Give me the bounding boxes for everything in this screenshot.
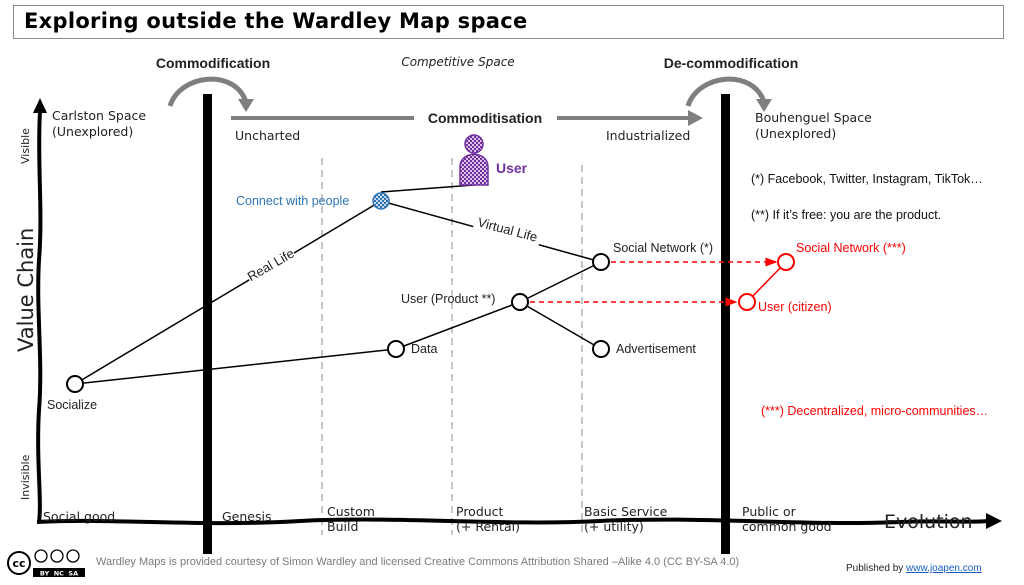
link-user-connect bbox=[380, 184, 475, 193]
value-chain-axis-arrow bbox=[33, 98, 47, 113]
label-social-network: Social Network (*) bbox=[613, 241, 713, 255]
label-connect: Connect with people bbox=[236, 194, 349, 208]
y-axis-invisible: Invisible bbox=[19, 454, 32, 500]
y-axis-label: Value Chain bbox=[14, 228, 38, 352]
page-title: Exploring outside the Wardley Map space bbox=[24, 9, 528, 33]
link-socialize-data bbox=[74, 348, 397, 385]
note-facebook: (*) Facebook, Twitter, Instagram, TikTok… bbox=[751, 172, 983, 186]
commoditisation-label: Commoditisation bbox=[428, 110, 542, 126]
commodification-label: Commodification bbox=[156, 55, 270, 71]
label-user-citizen: User (citizen) bbox=[758, 300, 832, 314]
published-by: Published by www.joapen.com bbox=[846, 563, 982, 574]
label-data: Data bbox=[411, 342, 437, 356]
link-connect-socialize bbox=[74, 200, 382, 385]
stage-public-line2: common good bbox=[742, 519, 832, 534]
evolution-axis bbox=[36, 517, 989, 526]
label-socialize: Socialize bbox=[47, 398, 97, 412]
bouhenguel-unexplored-label: (Unexplored) bbox=[755, 126, 836, 141]
commoditisation-arrowhead bbox=[688, 110, 703, 126]
user-person-icon bbox=[459, 134, 489, 186]
label-user: User bbox=[496, 160, 528, 176]
node-data bbox=[387, 340, 405, 358]
link-socialnetwork-userproduct bbox=[519, 261, 602, 303]
stage-service-line2: (+ utility) bbox=[584, 519, 644, 534]
link-userproduct-ad bbox=[519, 301, 602, 350]
link-userproduct-data bbox=[395, 301, 521, 350]
stage-genesis: Genesis bbox=[222, 509, 272, 524]
competitive-space-label: Competitive Space bbox=[401, 55, 514, 69]
stage-custom-line1: Custom bbox=[327, 504, 375, 519]
evolution-axis-arrow bbox=[986, 513, 1002, 529]
commodification-curve-arrow bbox=[167, 76, 249, 107]
value-chain-axis bbox=[36, 111, 43, 523]
uncharted-label: Uncharted bbox=[235, 128, 300, 143]
y-axis-visible: Visible bbox=[19, 128, 32, 164]
x-axis-label: Evolution bbox=[884, 511, 973, 533]
cc-terms: BY NC SA bbox=[40, 570, 78, 578]
cc-text: cc bbox=[12, 557, 25, 570]
link-decentral bbox=[746, 261, 787, 303]
stage-social-good: Social good bbox=[43, 509, 115, 524]
publisher-link[interactable]: www.joapen.com bbox=[906, 563, 982, 574]
stage-product-line1: Product bbox=[456, 504, 504, 519]
carlston-unexplored-label: (Unexplored) bbox=[52, 124, 133, 139]
link-label-real-life: Real Life bbox=[245, 246, 297, 285]
de-commodification-boundary bbox=[721, 94, 730, 554]
node-socialize bbox=[66, 375, 84, 393]
node-connect bbox=[372, 192, 390, 210]
stage-service-line1: Basic Service bbox=[584, 504, 668, 519]
stage-custom-line2: Build bbox=[327, 519, 358, 534]
node-advertisement bbox=[592, 340, 610, 358]
node-social-network bbox=[592, 253, 610, 271]
node-social-network-decentral bbox=[777, 253, 795, 271]
title-box: Exploring outside the Wardley Map space bbox=[13, 5, 1004, 39]
license-text: Wardley Maps is provided courtesy of Sim… bbox=[96, 556, 740, 568]
carlston-space-label: Carlston Space bbox=[52, 108, 146, 123]
note-free-product: (**) If it’s free: you are the product. bbox=[751, 208, 941, 222]
note-decentralized: (***) Decentralized, micro-communities… bbox=[761, 404, 988, 418]
de-commodification-curve-arrow bbox=[685, 76, 767, 107]
cc-license-icon: cc BY NC SA bbox=[7, 548, 85, 579]
bouhenguel-space-label: Bouhenguel Space bbox=[755, 110, 872, 125]
stage-public-line1: Public or bbox=[742, 504, 797, 519]
label-advertisement: Advertisement bbox=[616, 342, 696, 356]
label-social-network-decentral: Social Network (***) bbox=[796, 241, 906, 255]
label-user-product: User (Product **) bbox=[401, 292, 495, 306]
published-prefix: Published by bbox=[846, 563, 907, 574]
node-user-product bbox=[511, 293, 529, 311]
node-user-citizen bbox=[738, 293, 756, 311]
stage-product-line2: (+ Rental) bbox=[456, 519, 520, 534]
commodification-boundary bbox=[203, 94, 212, 554]
link-label-virtual-life: Virtual Life bbox=[476, 214, 539, 244]
industrialized-label: Industrialized bbox=[606, 128, 690, 143]
de-commodification-label: De-commodification bbox=[664, 55, 799, 71]
